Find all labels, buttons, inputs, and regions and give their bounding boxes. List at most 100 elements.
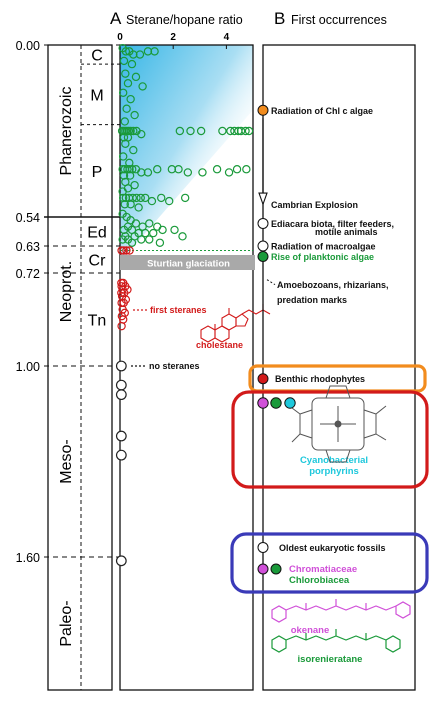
cholestane-label: cholestane	[196, 340, 243, 350]
occurrence-label: Radiation of Chl c algae	[271, 106, 373, 116]
occurrence-marker	[257, 240, 269, 252]
data-point	[141, 193, 150, 203]
data-point	[121, 47, 131, 56]
data-point	[122, 246, 131, 255]
data-point	[125, 246, 134, 255]
data-point	[118, 235, 127, 244]
panel-a-letter: A	[110, 9, 122, 28]
occurrence-label: Benthic rhodophytes	[275, 374, 365, 384]
glaciation-band: Sturtian glaciation	[120, 250, 255, 270]
data-point	[115, 449, 127, 461]
x-tick-label: 0	[117, 32, 123, 43]
okenane-structure-icon	[271, 599, 411, 623]
occurrence-label: predation marks	[277, 295, 347, 305]
data-point	[129, 145, 138, 155]
isorenieratane-structure-icon	[271, 629, 401, 653]
data-points	[115, 43, 254, 567]
data-point	[226, 126, 235, 136]
data-point	[137, 129, 146, 139]
panel-a-title: Sterane/hopane ratio	[126, 13, 243, 27]
data-point	[122, 104, 131, 113]
data-point	[147, 196, 157, 206]
era-label: P	[92, 164, 103, 181]
data-point	[119, 56, 129, 66]
data-point	[118, 187, 127, 196]
data-point	[242, 165, 251, 174]
cyanobacterial-box	[231, 390, 429, 489]
data-point	[141, 228, 150, 238]
data-point	[175, 126, 185, 136]
data-point	[121, 139, 130, 148]
sturtian-glaciation-band	[120, 255, 255, 270]
occurrence-label: Radiation of macroalgae	[271, 242, 376, 252]
first-steranes-label: first steranes	[150, 305, 207, 315]
data-point	[224, 168, 234, 177]
data-point	[196, 126, 206, 136]
age-tick-label: 0.63	[16, 240, 40, 254]
data-point	[170, 225, 179, 235]
data-point	[118, 152, 128, 161]
data-point	[136, 193, 145, 203]
data-point	[212, 165, 222, 174]
data-point	[115, 360, 127, 372]
cholestane-structure-icon	[200, 304, 271, 343]
age-tick-label: 0.54	[16, 211, 40, 225]
data-point	[132, 193, 141, 203]
phanerozoic-gradient	[120, 45, 253, 262]
porphyrin-marker	[257, 397, 269, 409]
data-point	[155, 238, 165, 247]
data-point	[178, 232, 187, 241]
data-point	[127, 238, 137, 247]
eon-label: Paleo-	[58, 600, 75, 646]
data-point	[131, 219, 141, 228]
chromatiaceae-label: Chromatiaceae	[289, 564, 357, 575]
data-point	[149, 228, 158, 238]
data-point	[134, 203, 143, 212]
porphyrin-structure-icon	[291, 385, 387, 463]
eon-label: Neoprot.	[58, 261, 75, 322]
era-label: M	[90, 87, 103, 104]
occurrence-label: motile animals	[315, 227, 378, 237]
okenane-label: okenane	[291, 625, 330, 636]
occurrence-marker	[257, 373, 269, 385]
data-point	[115, 555, 127, 567]
age-tick-label: 1.00	[16, 360, 40, 374]
data-point	[153, 165, 162, 174]
data-point	[180, 193, 190, 203]
data-point	[118, 88, 128, 97]
data-point	[150, 47, 159, 56]
data-point	[119, 171, 129, 180]
amoebozoans-leader	[266, 279, 276, 286]
occurrence-label: Oldest eukaryotic fossils	[279, 543, 386, 553]
porphyrin-label-1: Cyanobacterial	[300, 455, 368, 466]
data-point	[121, 69, 130, 78]
data-point	[126, 200, 135, 209]
occurrence-marker	[257, 104, 269, 116]
annotations: first steranes cholestane no steranes	[131, 304, 271, 371]
x-tick-label: 4	[224, 32, 230, 43]
eon-label: Meso-	[58, 439, 75, 483]
chlorobiacea-label: Chlorobiacea	[289, 575, 350, 586]
occurrence-label: Ediacara biota, filter feeders,	[271, 219, 394, 229]
data-point	[130, 110, 139, 120]
occurrence-marker	[257, 541, 269, 553]
x-tick-label: 2	[170, 32, 176, 43]
data-point	[198, 168, 207, 177]
age-tick-label: 0.72	[16, 267, 40, 281]
occurrence-label: Rise of planktonic algae	[271, 252, 374, 262]
occurrence-label: Amoebozoans, rhizarians,	[277, 280, 389, 290]
data-point	[130, 180, 139, 190]
oldest-eukaryote-box	[230, 532, 429, 594]
data-point	[131, 72, 141, 82]
data-point	[115, 430, 127, 442]
data-point	[119, 133, 129, 142]
data-point	[158, 225, 167, 235]
data-point	[126, 94, 135, 104]
occurrence-marker	[257, 251, 269, 262]
timescale-column: 0.000.540.630.721.001.60PhanerozoicNeopr…	[16, 39, 120, 691]
data-point	[117, 288, 126, 298]
occurrence-marker	[257, 217, 269, 229]
data-point	[119, 246, 128, 255]
